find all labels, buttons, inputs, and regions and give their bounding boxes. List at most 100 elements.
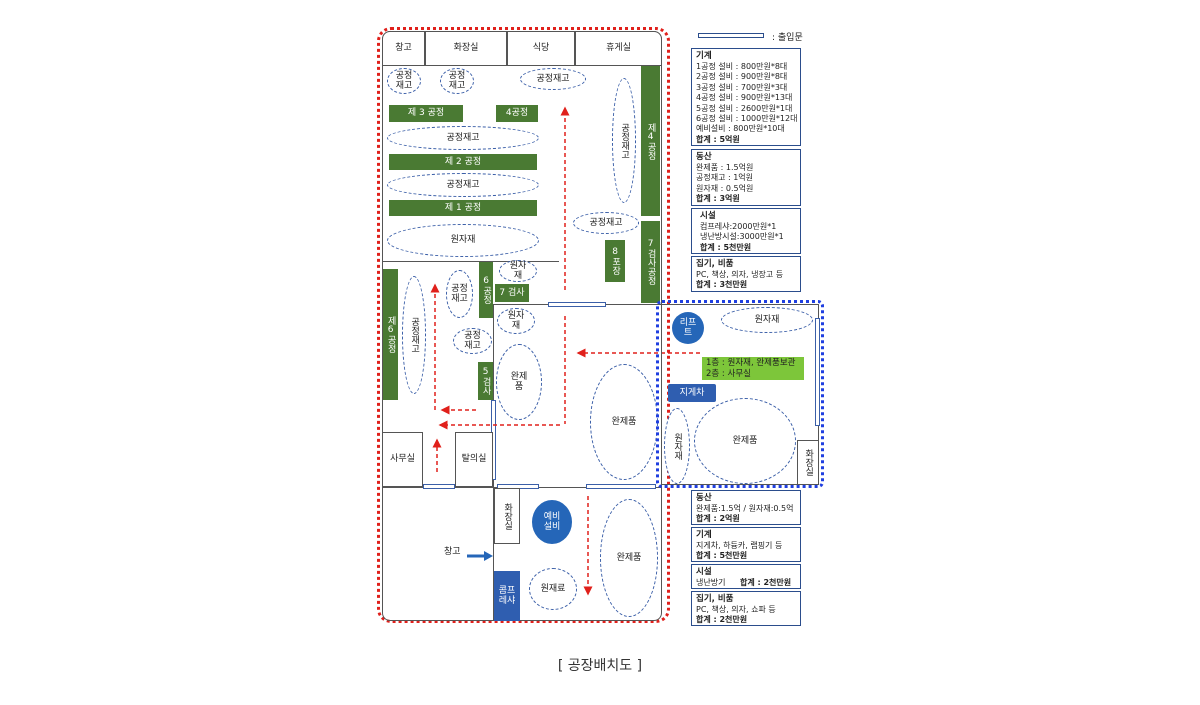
panel-fixtures-title: 집기, 비품 — [696, 259, 734, 269]
inspection-5-label: 5검사 — [480, 367, 491, 395]
office: 사무실 — [382, 432, 423, 487]
process-6-small-label: 6공정 — [481, 276, 492, 304]
wip-stock-right-tall: 공정재고 — [612, 78, 636, 203]
panel-movable-2-title: 동산 — [696, 493, 712, 503]
restroom-lower-label: 화장실 — [502, 502, 513, 530]
inspection-7: 7 검사 — [495, 284, 529, 302]
panel-fixtures-2-title: 집기, 비품 — [696, 594, 734, 604]
restroom-right-label: 화장실 — [803, 449, 814, 476]
room-restroom: 화장실 — [425, 31, 507, 66]
lift: 리프 트 — [672, 312, 704, 344]
panel-movable-2-line: 완제품:1.5억 / 원자재:0.5억 — [696, 504, 794, 514]
packing-8: 8포장 — [605, 240, 625, 282]
wip-stock-3: 공정재고 — [520, 68, 586, 90]
warehouse-arrow — [467, 546, 493, 561]
compressor: 콤프 레샤 — [494, 571, 520, 621]
process-1: 제 1 공정 — [389, 200, 537, 216]
room-lounge: 휴게실 — [575, 31, 662, 66]
changing-room: 탈의실 — [455, 432, 493, 487]
panel-facility-line: 컴프레샤:2000만원*1 — [700, 222, 777, 232]
panel-facility-sum: 합계 : 5천만원 — [700, 242, 752, 252]
panel-machine-line: 6공정 설비 : 1000만원*12대 — [696, 114, 798, 123]
entrance-legend-label: : 출입문 — [772, 33, 803, 43]
divider-upper — [382, 261, 559, 262]
wip-small-right: 공정재고 — [573, 212, 639, 234]
panel-machine-line: 5공정 설비 : 2600만원*1대 — [696, 103, 793, 113]
door-lower-3 — [586, 484, 656, 489]
panel-facility-2-sum: 합계 : 2천만원 — [740, 578, 792, 588]
wip-stock-right-tall-label: 공정재고 — [619, 122, 630, 159]
inspection-7-vertical: 7검사공정 — [641, 221, 660, 303]
wip-row-2: 공정재고 — [387, 173, 539, 197]
raw-storage: 원재료 — [529, 568, 577, 610]
panel-machine-line: 4공정 설비 : 900만원*13대 — [696, 93, 793, 103]
panel-facility-title: 시설 — [700, 211, 716, 221]
panel-fixtures: 집기, 비품 PC, 책상, 의자, 냉장고 등 합계 : 3천만원 — [691, 256, 801, 292]
room-cafeteria: 식당 — [507, 31, 575, 66]
panel-fixtures-2-line: PC, 책상, 의자, 쇼파 등 — [696, 605, 776, 615]
panel-machine-line: 예비설비 : 800만원*10대 — [696, 124, 785, 134]
panel-movable-2: 동산 완제품:1.5억 / 원자재:0.5억 합계 : 2억원 — [691, 490, 801, 525]
panel-fixtures-sum: 합계 : 3천만원 — [696, 280, 748, 290]
room-storage: 창고 — [382, 31, 425, 66]
restroom-right: 화장실 — [797, 440, 819, 485]
raw-material-right-vertical: 원자재 — [664, 408, 690, 484]
inspection-7-vertical-label: 7검사공정 — [645, 239, 656, 285]
panel-movable-title: 동산 — [696, 152, 712, 162]
wip-center: 공정 재고 — [446, 270, 473, 318]
annex-zone — [656, 300, 824, 488]
warehouse-arrow-label: 창고 — [444, 547, 461, 557]
panel-machine-line: 3공정 설비 : 700만원*3대 — [696, 82, 788, 92]
wall-mid-vertical — [493, 304, 494, 487]
main-building-zone — [377, 27, 670, 623]
panel-machine-line: 1공정 설비 : 800만원*8대 — [696, 62, 788, 72]
panel-machine-2: 기계 지게차, 하듕카, 랩핑기 등 합계 : 5천만원 — [691, 527, 801, 562]
wall-bottom-vertical — [493, 487, 494, 621]
panel-machine-2-title: 기계 — [696, 530, 712, 540]
raw-material-small-1: 원자 재 — [499, 260, 537, 282]
spare-equipment: 예비 설비 — [532, 500, 572, 544]
process-3: 제 3 공정 — [389, 105, 463, 122]
process-4-vertical-label: 제4공정 — [645, 122, 656, 160]
panel-facility-2-line: 냉난방기 — [696, 578, 726, 588]
panel-facility-2: 시설 냉난방기 합계 : 2천만원 — [691, 564, 801, 589]
door-annex — [815, 318, 820, 426]
panel-machine-2-line: 지게차, 하듕카, 랩핑기 등 — [696, 541, 783, 551]
wip-left-tall: 공정재고 — [402, 276, 426, 394]
panel-movable-line: 원자재 : 0.5억원 — [696, 183, 754, 193]
panel-fixtures-line: PC, 책상, 의자, 냉장고 등 — [696, 270, 784, 280]
restroom-lower: 화장실 — [494, 488, 520, 544]
panel-facility-2-row: 냉난방기 합계 : 2천만원 — [696, 578, 796, 588]
door-mid-1 — [548, 302, 606, 307]
packing-8-label: 8포장 — [610, 247, 621, 275]
panel-machine: 기계 1공정 설비 : 800만원*8대 2공정 설비 : 900만원*8대 3… — [691, 48, 801, 146]
process-6-small: 6공정 — [479, 262, 493, 318]
panel-machine-line: 2공정 설비 : 900만원*8대 — [696, 72, 788, 82]
forklift: 지게차 — [668, 384, 716, 402]
inspection-5: 5검사 — [478, 362, 493, 400]
wip-stock-1: 공정 재고 — [387, 68, 421, 94]
panel-fixtures-2: 집기, 비품 PC, 책상, 의자, 쇼파 등 합계 : 2천만원 — [691, 591, 801, 626]
entrance-legend-symbol — [698, 33, 764, 38]
panel-movable-sum: 합계 : 3억원 — [696, 194, 740, 204]
finished-goods-1: 완제 품 — [496, 344, 542, 420]
panel-facility-line: 냉난방시설:3000만원*1 — [700, 232, 784, 242]
panel-machine-2-sum: 합계 : 5천만원 — [696, 551, 748, 561]
door-lower-1 — [423, 484, 455, 489]
finished-goods-right: 완제품 — [694, 398, 796, 484]
raw-material-right: 원자재 — [721, 307, 813, 333]
process-6-left-label: 제6공정 — [385, 316, 396, 353]
raw-material-small-2: 원자 재 — [497, 308, 535, 334]
raw-material-1: 원자재 — [387, 224, 539, 257]
panel-machine-title: 기계 — [696, 51, 712, 61]
panel-movable: 동산 완제품 : 1.5억원 공정재고 : 1억원 원자재 : 0.5억원 합계… — [691, 149, 801, 206]
wip-center-2: 공정 재고 — [453, 328, 492, 354]
panel-facility: 시설 컴프레샤:2000만원*1 냉난방시설:3000만원*1 합계 : 5천만… — [691, 208, 801, 254]
process-4-vertical: 제4공정 — [641, 66, 660, 216]
floor-note: 1층 : 원자재, 완제품보관 2층 : 사무실 — [702, 357, 804, 380]
panel-fixtures-2-sum: 합계 : 2천만원 — [696, 615, 748, 625]
process-2: 제 2 공정 — [389, 154, 537, 170]
process-6-left: 제6공정 — [383, 269, 398, 400]
floor-note-1: 1층 : 원자재, 완제품보관 — [706, 358, 796, 368]
panel-facility-2-title: 시설 — [696, 567, 712, 577]
